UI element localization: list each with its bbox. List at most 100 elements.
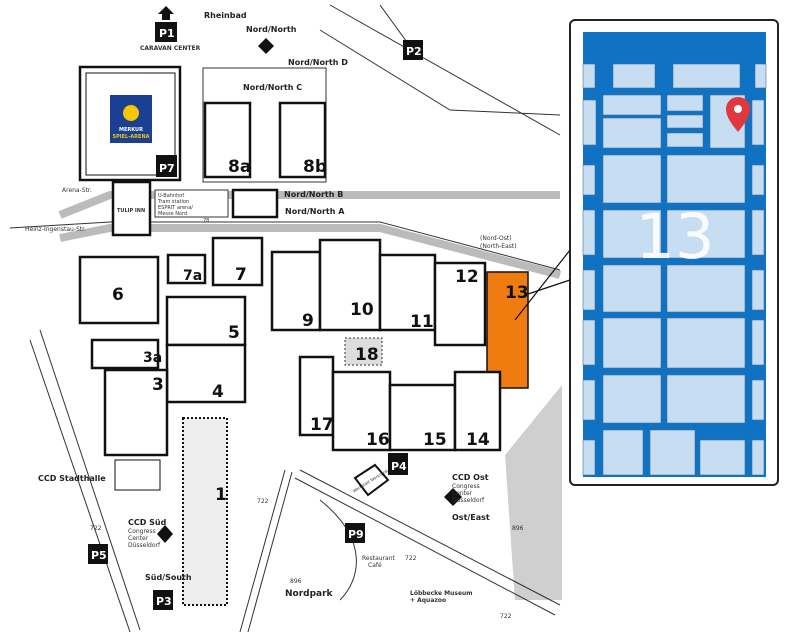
tram-station bbox=[154, 189, 229, 218]
parking-p7[interactable] bbox=[156, 155, 177, 177]
parking-p2[interactable] bbox=[403, 40, 423, 60]
north-entrance-icon bbox=[258, 38, 274, 54]
label: Café bbox=[368, 562, 382, 569]
location-pin-icon[interactable] bbox=[726, 97, 750, 132]
parking-label: P7 bbox=[159, 162, 175, 175]
halls[interactable] bbox=[78, 101, 529, 606]
label: Düsseldorf bbox=[452, 497, 485, 504]
hall-1[interactable] bbox=[182, 417, 228, 606]
ccd-stadthalle-building bbox=[114, 459, 161, 491]
booth-block bbox=[751, 269, 765, 311]
tram-label: U-Bahnhof bbox=[158, 193, 184, 199]
label: + Aquazoo bbox=[410, 597, 446, 604]
parking-signs[interactable]: P1 P2 P3 P4 P5 P7 P9 bbox=[88, 22, 423, 610]
label: Nordpark bbox=[285, 589, 334, 599]
hall-label: 7 bbox=[235, 265, 247, 285]
parking-p9[interactable] bbox=[345, 523, 365, 543]
hall-3[interactable] bbox=[103, 368, 169, 457]
hall-8a[interactable] bbox=[203, 101, 252, 179]
north-b-entrance[interactable] bbox=[231, 188, 279, 219]
label: CCD Stadthalle bbox=[38, 474, 106, 483]
label: CARAVAN CENTER bbox=[140, 45, 201, 52]
hall-7a[interactable] bbox=[166, 253, 207, 285]
label: CCD Süd bbox=[128, 518, 167, 527]
parking-label: P2 bbox=[406, 45, 422, 58]
hotel-label: TULIP INN bbox=[117, 208, 145, 214]
arena-inner bbox=[85, 72, 176, 176]
east-entrance-icon bbox=[444, 488, 462, 506]
hall-4[interactable] bbox=[165, 343, 247, 404]
hall-label: 11 bbox=[410, 312, 434, 332]
label: Düsseldorf bbox=[128, 542, 161, 549]
booth-block bbox=[666, 114, 704, 129]
parking-p5[interactable] bbox=[88, 544, 108, 564]
hall-label: 9 bbox=[302, 311, 314, 331]
parking-p3[interactable] bbox=[153, 590, 173, 610]
label: Congress bbox=[128, 528, 156, 535]
booth-block bbox=[751, 99, 765, 146]
hall-13-inset: 13 bbox=[569, 19, 779, 486]
booth-block bbox=[666, 317, 746, 369]
booth-block bbox=[582, 209, 596, 256]
hall-label: 13 bbox=[505, 283, 529, 303]
hall-8b[interactable] bbox=[278, 101, 327, 179]
label: Nord/North bbox=[246, 25, 297, 34]
hall-label: 14 bbox=[466, 430, 490, 450]
bus-number: 722 bbox=[257, 498, 269, 505]
booth-block bbox=[666, 154, 746, 204]
tram-label: ESPRIT arena/ bbox=[158, 205, 193, 211]
hall-12[interactable] bbox=[433, 261, 487, 347]
hall-13[interactable] bbox=[486, 271, 529, 389]
booth-block bbox=[582, 164, 596, 196]
hall-label: 4 bbox=[212, 382, 224, 402]
map-labels: Rheinbad CARAVAN CENTER Nord/North Nord/… bbox=[25, 11, 524, 620]
hall-14[interactable] bbox=[453, 370, 502, 452]
inset-hall-label: 13 bbox=[636, 200, 715, 273]
booth-block bbox=[751, 439, 765, 476]
hall-labels: 8a 8b 6 7a 7 9 10 11 12 13 5 4 3 3a 17 1… bbox=[112, 157, 529, 505]
booth-block bbox=[672, 63, 741, 89]
hall-6[interactable] bbox=[78, 255, 160, 325]
booth-block bbox=[751, 319, 765, 366]
tram-label: Messe Nord bbox=[158, 211, 187, 217]
hall-label: 8a bbox=[228, 157, 251, 177]
booth-block bbox=[649, 429, 696, 476]
hall-7[interactable] bbox=[211, 236, 264, 287]
hall-label: 18 bbox=[355, 345, 379, 365]
hall-label: 8b bbox=[303, 157, 327, 177]
inset-rooms bbox=[582, 63, 767, 476]
hall-label: 12 bbox=[455, 267, 479, 287]
callout-line bbox=[514, 249, 571, 321]
booth-block bbox=[602, 94, 662, 116]
label: CCD Ost bbox=[452, 473, 489, 482]
hall-18[interactable] bbox=[344, 337, 383, 366]
parking-p1[interactable] bbox=[155, 22, 177, 42]
booth-block bbox=[582, 63, 596, 89]
booth-block bbox=[699, 439, 746, 476]
booth-block bbox=[582, 379, 596, 421]
label: Nord/North A bbox=[285, 207, 345, 216]
booth-block bbox=[666, 264, 746, 313]
booth-block bbox=[751, 379, 765, 421]
bus-number: 722 bbox=[90, 525, 102, 532]
label: (North-East) bbox=[480, 243, 517, 250]
sun-icon bbox=[123, 105, 139, 121]
booth-block bbox=[751, 164, 765, 196]
hall-label: 15 bbox=[423, 430, 447, 450]
tram-label: Tram station bbox=[157, 199, 189, 205]
bus-number: 722 bbox=[405, 555, 417, 562]
hall-3a[interactable] bbox=[90, 338, 160, 370]
bus-number: 896 bbox=[290, 578, 302, 585]
label: (Nord-Ost) bbox=[480, 235, 512, 242]
label: Restaurant bbox=[362, 555, 395, 562]
hall-11[interactable] bbox=[378, 253, 437, 332]
hall-label: 10 bbox=[350, 300, 374, 320]
hall-label: 17 bbox=[310, 415, 334, 435]
label: Nord/North D bbox=[288, 58, 348, 67]
parking-label: P1 bbox=[159, 27, 175, 40]
parking-p4[interactable] bbox=[388, 453, 408, 475]
label: Center bbox=[452, 490, 473, 497]
bus-number: 722 bbox=[500, 613, 512, 620]
booth-block bbox=[602, 209, 662, 259]
